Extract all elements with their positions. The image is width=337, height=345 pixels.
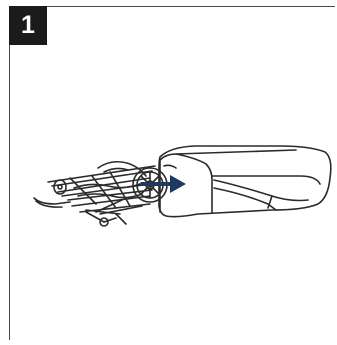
folded-stroller: [34, 162, 167, 226]
carry-bag: [159, 146, 331, 217]
